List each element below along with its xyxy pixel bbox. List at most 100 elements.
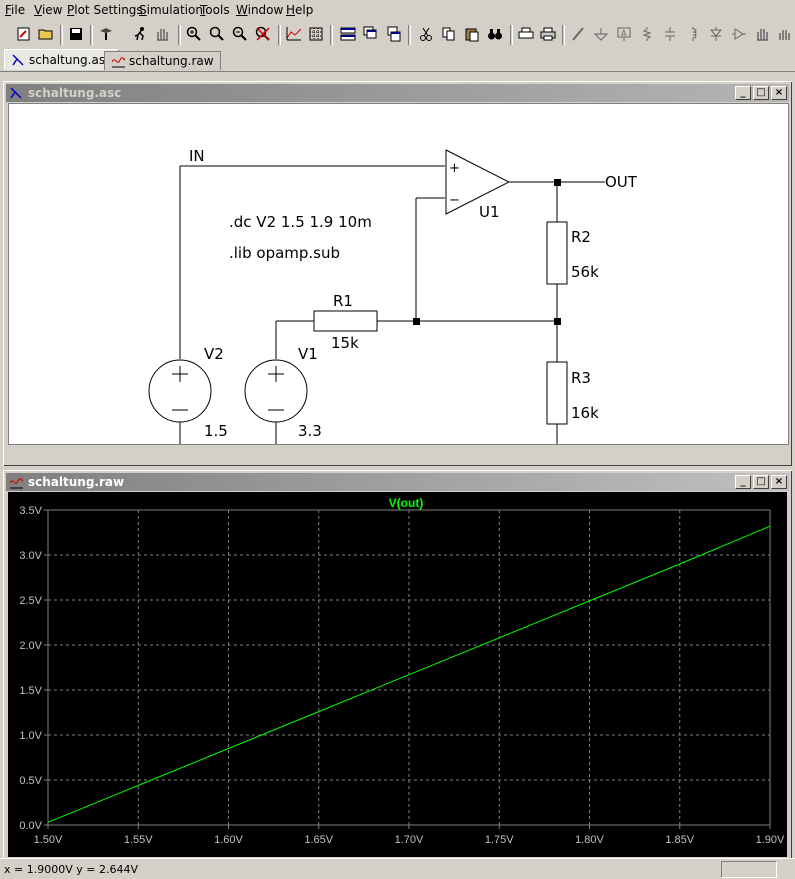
status-bar: x = 1.9000V y = 2.644V — [0, 858, 795, 879]
pan-zoom-icon[interactable] — [207, 24, 227, 44]
y-tick-label: 3.5V — [19, 505, 42, 517]
drag-hand-icon[interactable] — [774, 24, 794, 44]
spice-directive-lib: .lib opamp.sub — [229, 244, 340, 262]
control-panel-icon[interactable] — [96, 24, 116, 44]
component-value-r3: 16k — [571, 404, 599, 422]
schematic-window: schaltung.asc _ □ × — [1, 79, 794, 468]
zoom-fit-icon[interactable] — [253, 24, 273, 44]
schematic-canvas[interactable]: + − IN — [8, 103, 789, 445]
tile-vertical-icon[interactable] — [384, 24, 404, 44]
component-label-v2: V2 — [204, 345, 224, 363]
autorange-icon[interactable] — [284, 24, 304, 44]
schematic-icon — [10, 87, 22, 99]
copy-icon[interactable] — [439, 24, 459, 44]
find-binoculars-icon[interactable] — [485, 24, 505, 44]
voltage-source-v1[interactable] — [244, 359, 308, 423]
voltage-source-v2[interactable] — [148, 359, 212, 423]
tab-schaltung-raw[interactable]: schaltung.raw — [104, 51, 221, 70]
zoom-in-icon[interactable] — [184, 24, 204, 44]
window-title: schaltung.asc — [28, 86, 122, 100]
tile-horizontal-icon[interactable] — [338, 24, 358, 44]
schematic-titlebar[interactable]: schaltung.asc _ □ × — [6, 84, 789, 102]
x-tick-label: 1.50V — [34, 834, 63, 846]
component-value-v2: 1.5 — [204, 422, 228, 440]
resistor-r1[interactable] — [313, 310, 378, 332]
y-tick-label: 1.0V — [19, 730, 42, 742]
component-value-r2: 56k — [571, 263, 599, 281]
x-tick-label: 1.65V — [304, 834, 333, 846]
grid-icon[interactable] — [306, 24, 326, 44]
save-icon[interactable] — [66, 24, 86, 44]
minimize-button[interactable]: _ — [735, 86, 751, 100]
diode-symbol-icon[interactable] — [706, 24, 726, 44]
svg-text:A: A — [621, 29, 627, 38]
zoom-out-icon[interactable] — [230, 24, 250, 44]
opamp-u1[interactable]: + − — [445, 149, 511, 215]
waveform-icon — [9, 478, 23, 489]
resistor-symbol-icon[interactable] — [637, 24, 657, 44]
component-value-v1: 3.3 — [298, 422, 322, 440]
new-schematic-icon[interactable] — [14, 24, 34, 44]
opamp-minus-label: − — [449, 193, 460, 208]
maximize-button[interactable]: □ — [753, 475, 769, 489]
print-icon[interactable] — [538, 24, 558, 44]
x-tick-label: 1.90V — [756, 834, 785, 846]
wires — [179, 165, 605, 444]
menu-plot-settings[interactable]: Plot Settings — [67, 3, 143, 17]
move-hand-icon[interactable] — [752, 24, 772, 44]
tab-schaltung-asc[interactable]: schaltung.asc — [4, 49, 119, 70]
junction-dot — [554, 179, 561, 186]
trace-label-vout[interactable]: V(out) — [389, 496, 424, 510]
paste-icon[interactable] — [462, 24, 482, 44]
inductor-symbol-icon[interactable] — [683, 24, 703, 44]
net-label-in: IN — [189, 147, 205, 165]
draw-wire-pencil-icon[interactable] — [568, 24, 588, 44]
ground-symbol-icon[interactable] — [591, 24, 611, 44]
y-tick-label: 2.0V — [19, 640, 42, 652]
menu-window[interactable]: Window — [236, 3, 284, 17]
waveform-chart[interactable]: V(out) 3.5V3.0V2.5V2.0V1.5V1.0V0.5V0.0V … — [8, 492, 787, 857]
open-folder-icon[interactable] — [36, 24, 56, 44]
label-net-icon[interactable]: A — [614, 24, 634, 44]
menu-help[interactable]: Help — [286, 3, 314, 17]
resistor-r3[interactable] — [546, 361, 568, 425]
status-panel — [721, 861, 777, 878]
plot-titlebar[interactable]: schaltung.raw _ □ × — [6, 473, 789, 491]
component-symbol-icon[interactable] — [729, 24, 749, 44]
opamp-plus-label: + — [449, 161, 460, 176]
print-preview-icon[interactable] — [516, 24, 536, 44]
window-title: schaltung.raw — [28, 475, 125, 489]
spice-directive-dc: .dc V2 1.5 1.9 10m — [229, 213, 372, 231]
x-tick-label: 1.75V — [485, 834, 514, 846]
minimize-button[interactable]: _ — [735, 475, 751, 489]
menu-view[interactable]: View — [34, 3, 63, 17]
component-label-u1: U1 — [479, 203, 500, 221]
menu-file[interactable]: File — [5, 3, 26, 17]
waveform-icon — [111, 57, 125, 68]
capacitor-symbol-icon[interactable] — [660, 24, 680, 44]
close-button[interactable]: × — [771, 475, 787, 489]
component-label-r1: R1 — [333, 292, 353, 310]
document-tabs: schaltung.asc schaltung.raw — [0, 49, 795, 72]
cascade-icon[interactable] — [361, 24, 381, 44]
halt-hand-icon[interactable] — [152, 24, 172, 44]
junction-dot — [554, 318, 561, 325]
tab-label: schaltung.raw — [129, 54, 214, 68]
menu-tools[interactable]: Tools — [200, 3, 230, 17]
tab-label: schaltung.asc — [29, 53, 112, 67]
schematic-icon — [12, 54, 24, 66]
menu-simulation[interactable]: Simulation — [139, 3, 203, 17]
close-button[interactable]: × — [771, 86, 787, 100]
x-tick-label: 1.70V — [395, 834, 424, 846]
y-tick-label: 0.5V — [19, 775, 42, 787]
component-label-v1: V1 — [298, 345, 318, 363]
component-label-r2: R2 — [571, 228, 591, 246]
cut-scissors-icon[interactable] — [416, 24, 436, 44]
x-tick-label: 1.60V — [214, 834, 243, 846]
resistor-r2[interactable] — [546, 221, 568, 285]
series-line-vout — [47, 525, 771, 823]
x-tick-label: 1.55V — [124, 834, 153, 846]
maximize-button[interactable]: □ — [753, 86, 769, 100]
run-icon[interactable] — [130, 24, 150, 44]
